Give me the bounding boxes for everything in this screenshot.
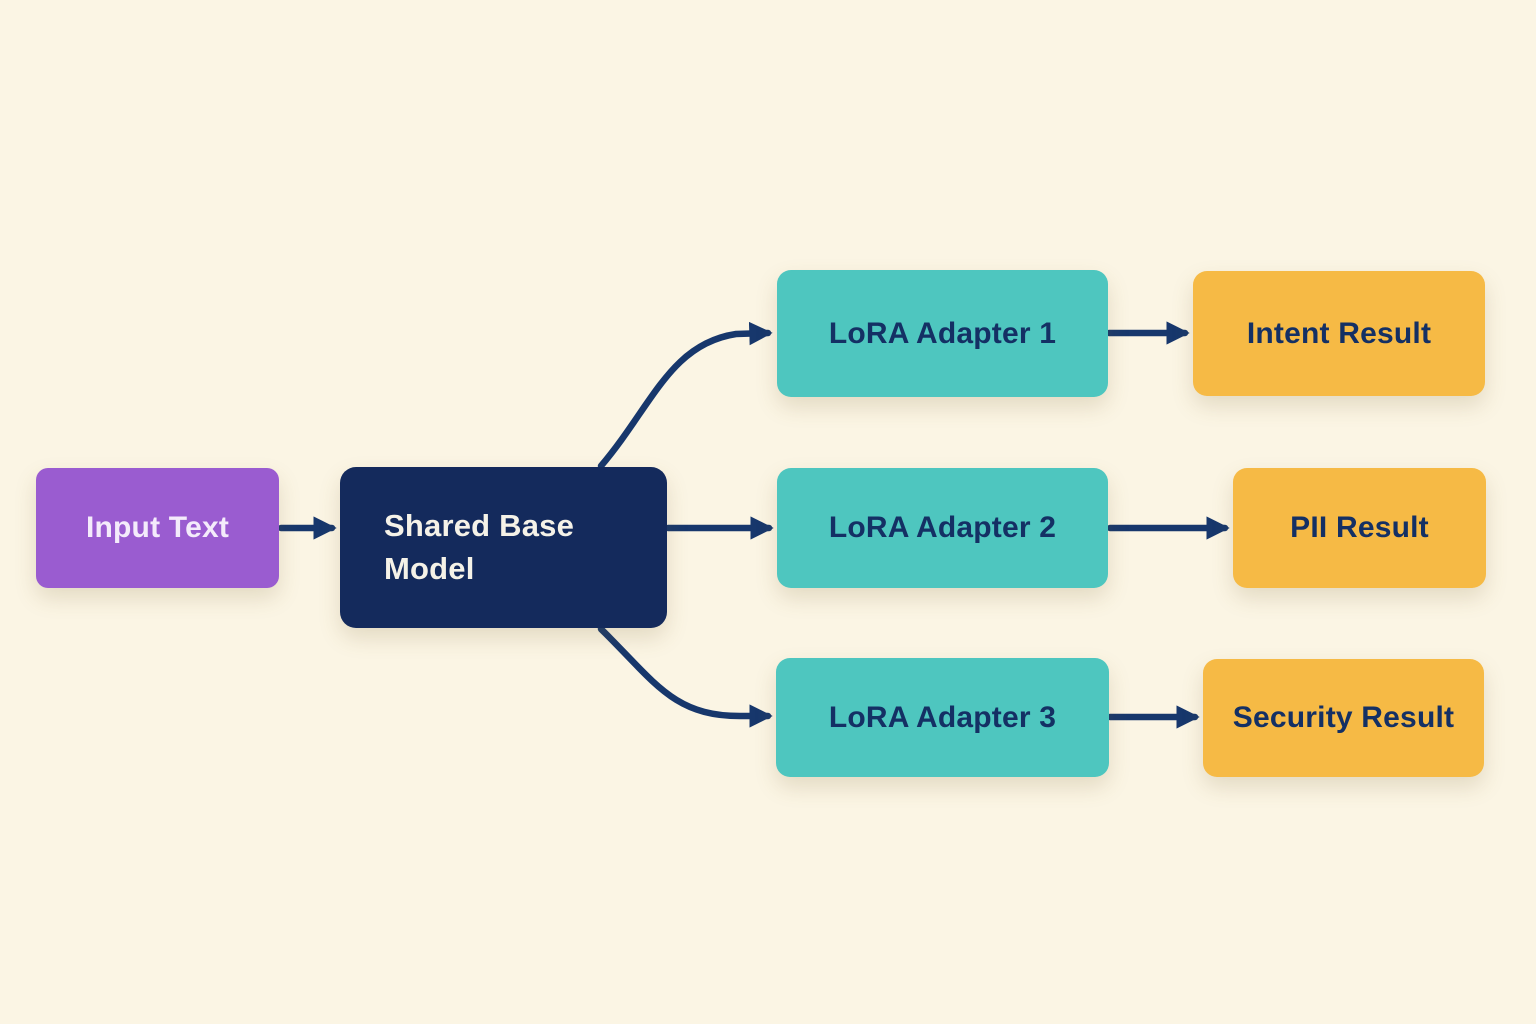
node-input-text: Input Text xyxy=(36,468,279,588)
node-intent-result: Intent Result xyxy=(1193,271,1485,396)
node-lora-adapter-1: LoRA Adapter 1 xyxy=(777,270,1108,397)
node-lora-adapter-3: LoRA Adapter 3 xyxy=(776,658,1109,777)
node-shared-base-model-label: Shared Base Model xyxy=(384,507,575,586)
node-lora-adapter-2: LoRA Adapter 2 xyxy=(777,468,1108,588)
node-security-result-label: Security Result xyxy=(1232,701,1455,734)
node-lora-adapter-3-label: LoRA Adapter 3 xyxy=(828,700,1057,734)
edge-base-to-adapter1 xyxy=(597,321,773,470)
node-lora-adapter-2-label: LoRA Adapter 2 xyxy=(828,511,1057,544)
node-shared-base-model: Shared Base Model xyxy=(340,467,667,628)
node-lora-adapter-1-label: LoRA Adapter 1 xyxy=(828,316,1057,350)
edge-base-to-adapter3 xyxy=(597,625,773,728)
node-pii-result-label: PII Result xyxy=(1290,511,1429,544)
node-input-text-label: Input Text xyxy=(85,511,230,544)
node-pii-result: PII Result xyxy=(1233,468,1486,588)
node-security-result: Security Result xyxy=(1203,659,1484,777)
node-intent-result-label: Intent Result xyxy=(1246,316,1432,350)
